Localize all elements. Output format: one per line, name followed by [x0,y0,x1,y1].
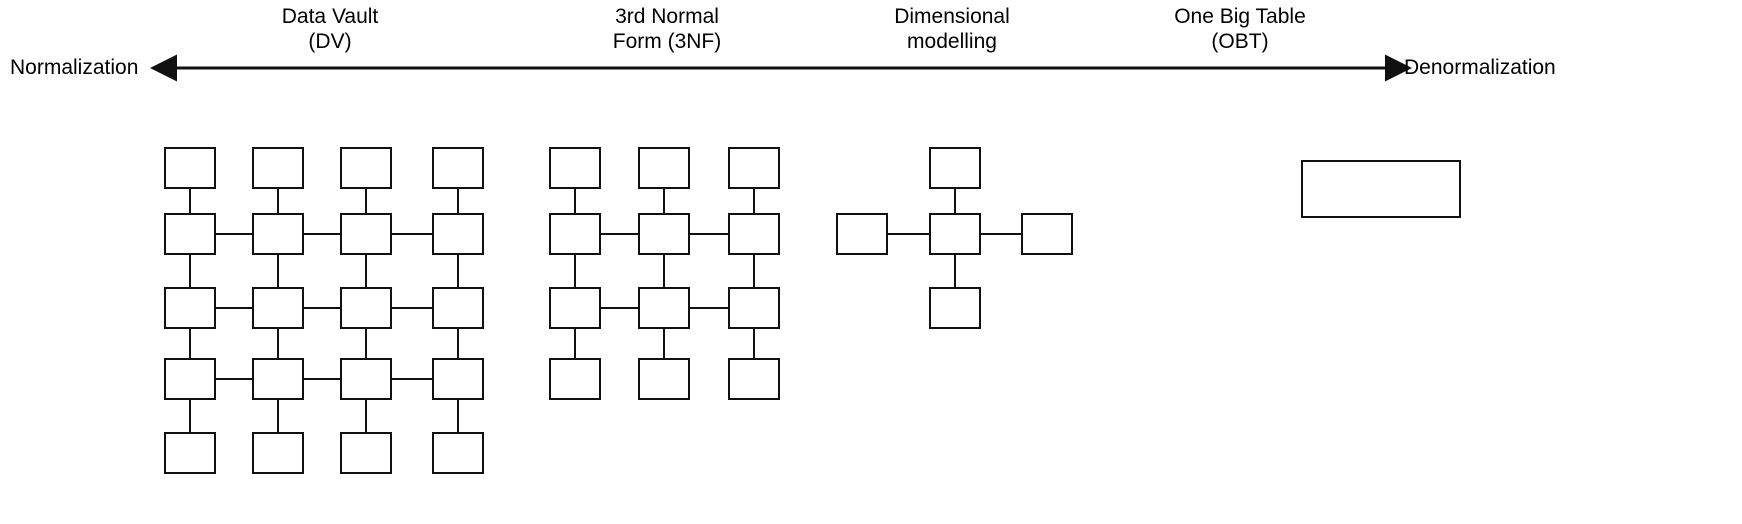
third-normal-form-vlink-r3c3 [752,329,756,358]
third-normal-form-vlink-r2c1 [573,255,577,287]
data-vault-vlink-r2c4 [456,255,460,287]
data-vault-hlink-r3c3 [392,306,432,310]
third-normal-form-vlink-r2c2 [662,255,666,287]
data-vault-node-r4c1 [164,358,216,400]
third-normal-form-hlink-r2c2 [690,232,728,236]
stage-label-data-vault: Data Vault (DV) [210,4,450,54]
data-vault-node-r5c3 [340,432,392,474]
data-vault-vlink-r2c1 [188,255,192,287]
data-vault-node-r2c4 [432,213,484,255]
third-normal-form-node-r3c3 [728,287,780,329]
data-vault-node-r1c1 [164,147,216,189]
stage-label-dimensional-line2: modelling [907,30,997,53]
data-vault-vlink-r1c4 [456,189,460,213]
data-vault-hlink-r2c3 [392,232,432,236]
data-vault-hlink-r2c1 [216,232,252,236]
third-normal-form-node-r3c1 [549,287,601,329]
data-vault-node-r3c4 [432,287,484,329]
third-normal-form-vlink-r3c1 [573,329,577,358]
data-vault-vlink-r1c1 [188,189,192,213]
third-normal-form-vlink-r3c2 [662,329,666,358]
third-normal-form-vlink-r2c3 [752,255,756,287]
data-vault-hlink-r4c2 [304,377,340,381]
data-vault-node-r4c2 [252,358,304,400]
data-vault-vlink-r3c4 [456,329,460,358]
data-vault-vlink-r2c2 [276,255,280,287]
data-vault-vlink-r4c3 [364,400,368,432]
dimensional-link-top [953,189,957,213]
stage-label-data-vault-line2: (DV) [308,30,352,53]
data-vault-vlink-r3c3 [364,329,368,358]
third-normal-form-node-r4c1 [549,358,601,400]
third-normal-form-hlink-r3c1 [601,306,638,310]
data-vault-node-r2c2 [252,213,304,255]
data-vault-node-r1c4 [432,147,484,189]
third-normal-form-node-r1c2 [638,147,690,189]
stage-label-3nf-line2: Form (3NF) [612,30,722,53]
data-vault-hlink-r4c3 [392,377,432,381]
data-vault-node-r3c2 [252,287,304,329]
data-vault-node-r5c1 [164,432,216,474]
data-vault-node-r2c1 [164,213,216,255]
stage-label-3nf-line1: 3rd Normal [615,5,719,28]
data-vault-hlink-r4c1 [216,377,252,381]
stage-label-obt-line2: (OBT) [1211,30,1269,53]
third-normal-form-node-r1c1 [549,147,601,189]
data-vault-hlink-r2c2 [304,232,340,236]
third-normal-form-vlink-r1c1 [573,189,577,213]
third-normal-form-hlink-r2c1 [601,232,638,236]
third-normal-form-node-r2c2 [638,213,690,255]
data-vault-node-r4c4 [432,358,484,400]
stage-label-one-big-table: One Big Table (OBT) [1120,4,1360,54]
data-vault-node-r3c3 [340,287,392,329]
stage-label-obt-line1: One Big Table [1174,5,1306,28]
axis-label-denormalization: Denormalization [1404,56,1556,79]
third-normal-form-node-r1c3 [728,147,780,189]
data-vault-vlink-r4c4 [456,400,460,432]
stage-label-dimensional-line1: Dimensional [894,5,1010,28]
data-vault-node-r5c2 [252,432,304,474]
stage-label-data-vault-line1: Data Vault [281,5,379,28]
data-vault-vlink-r4c1 [188,400,192,432]
dimensional-link-right [981,232,1021,236]
data-vault-hlink-r3c2 [304,306,340,310]
stage-label-3nf: 3rd Normal Form (3NF) [547,4,787,54]
third-normal-form-node-r4c2 [638,358,690,400]
data-vault-hlink-r3c1 [216,306,252,310]
data-vault-vlink-r3c1 [188,329,192,358]
data-vault-node-r1c2 [252,147,304,189]
dimensional-node-center-fact [929,213,981,255]
third-normal-form-node-r2c1 [549,213,601,255]
stage-label-dimensional-modelling: Dimensional modelling [832,4,1072,54]
third-normal-form-node-r3c2 [638,287,690,329]
data-vault-vlink-r2c3 [364,255,368,287]
dimensional-node-bottom [929,287,981,329]
data-vault-vlink-r3c2 [276,329,280,358]
dimensional-link-bottom [953,255,957,287]
third-normal-form-node-r2c3 [728,213,780,255]
data-vault-vlink-r1c2 [276,189,280,213]
third-normal-form-hlink-r3c2 [690,306,728,310]
dimensional-node-right [1021,213,1073,255]
third-normal-form-vlink-r1c3 [752,189,756,213]
third-normal-form-node-r4c3 [728,358,780,400]
data-vault-node-r2c3 [340,213,392,255]
dimensional-node-left [836,213,888,255]
third-normal-form-vlink-r1c2 [662,189,666,213]
dimensional-node-top [929,147,981,189]
one-big-table-node [1301,160,1461,218]
axis-label-normalization: Normalization [10,56,139,79]
data-vault-node-r5c4 [432,432,484,474]
data-vault-vlink-r1c3 [364,189,368,213]
data-vault-node-r3c1 [164,287,216,329]
data-vault-node-r4c3 [340,358,392,400]
data-vault-vlink-r4c2 [276,400,280,432]
data-vault-node-r1c3 [340,147,392,189]
dimensional-link-left [888,232,929,236]
